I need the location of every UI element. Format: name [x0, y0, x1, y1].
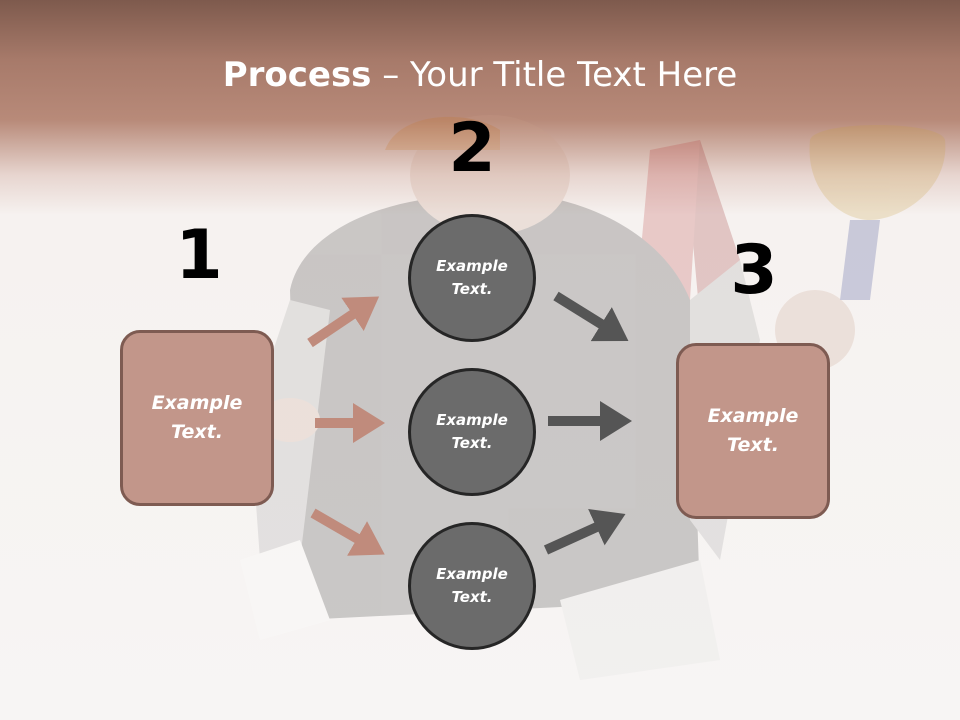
title-bold: Process: [222, 55, 372, 95]
step-3-box: Example Text.: [676, 343, 830, 519]
step-3-box-text: Example Text.: [707, 405, 799, 456]
circle-bottom-text: Example Text.: [436, 565, 508, 606]
step-number-3: 3: [730, 231, 778, 310]
title-rest: – Your Title Text Here: [371, 55, 738, 95]
slide-title: Process – Your Title Text Here: [0, 55, 960, 95]
step-1-box-text: Example Text.: [151, 392, 243, 443]
step-2-circle-top: Example Text.: [408, 214, 536, 342]
step-2-circle-bottom: Example Text.: [408, 522, 536, 650]
step-2-circle-middle: Example Text.: [408, 368, 536, 496]
step-number-2: 2: [448, 109, 496, 188]
arrow-to-circle-bottom: [310, 508, 385, 556]
circle-middle-text: Example Text.: [436, 411, 508, 452]
arrow-from-circle-bottom: [543, 508, 626, 555]
circle-top-text: Example Text.: [436, 257, 508, 298]
arrow-from-circle-top: [553, 291, 629, 342]
step-1-box: Example Text.: [120, 330, 274, 506]
arrow-to-circle-top: [307, 296, 380, 348]
step-number-1: 1: [175, 216, 223, 295]
